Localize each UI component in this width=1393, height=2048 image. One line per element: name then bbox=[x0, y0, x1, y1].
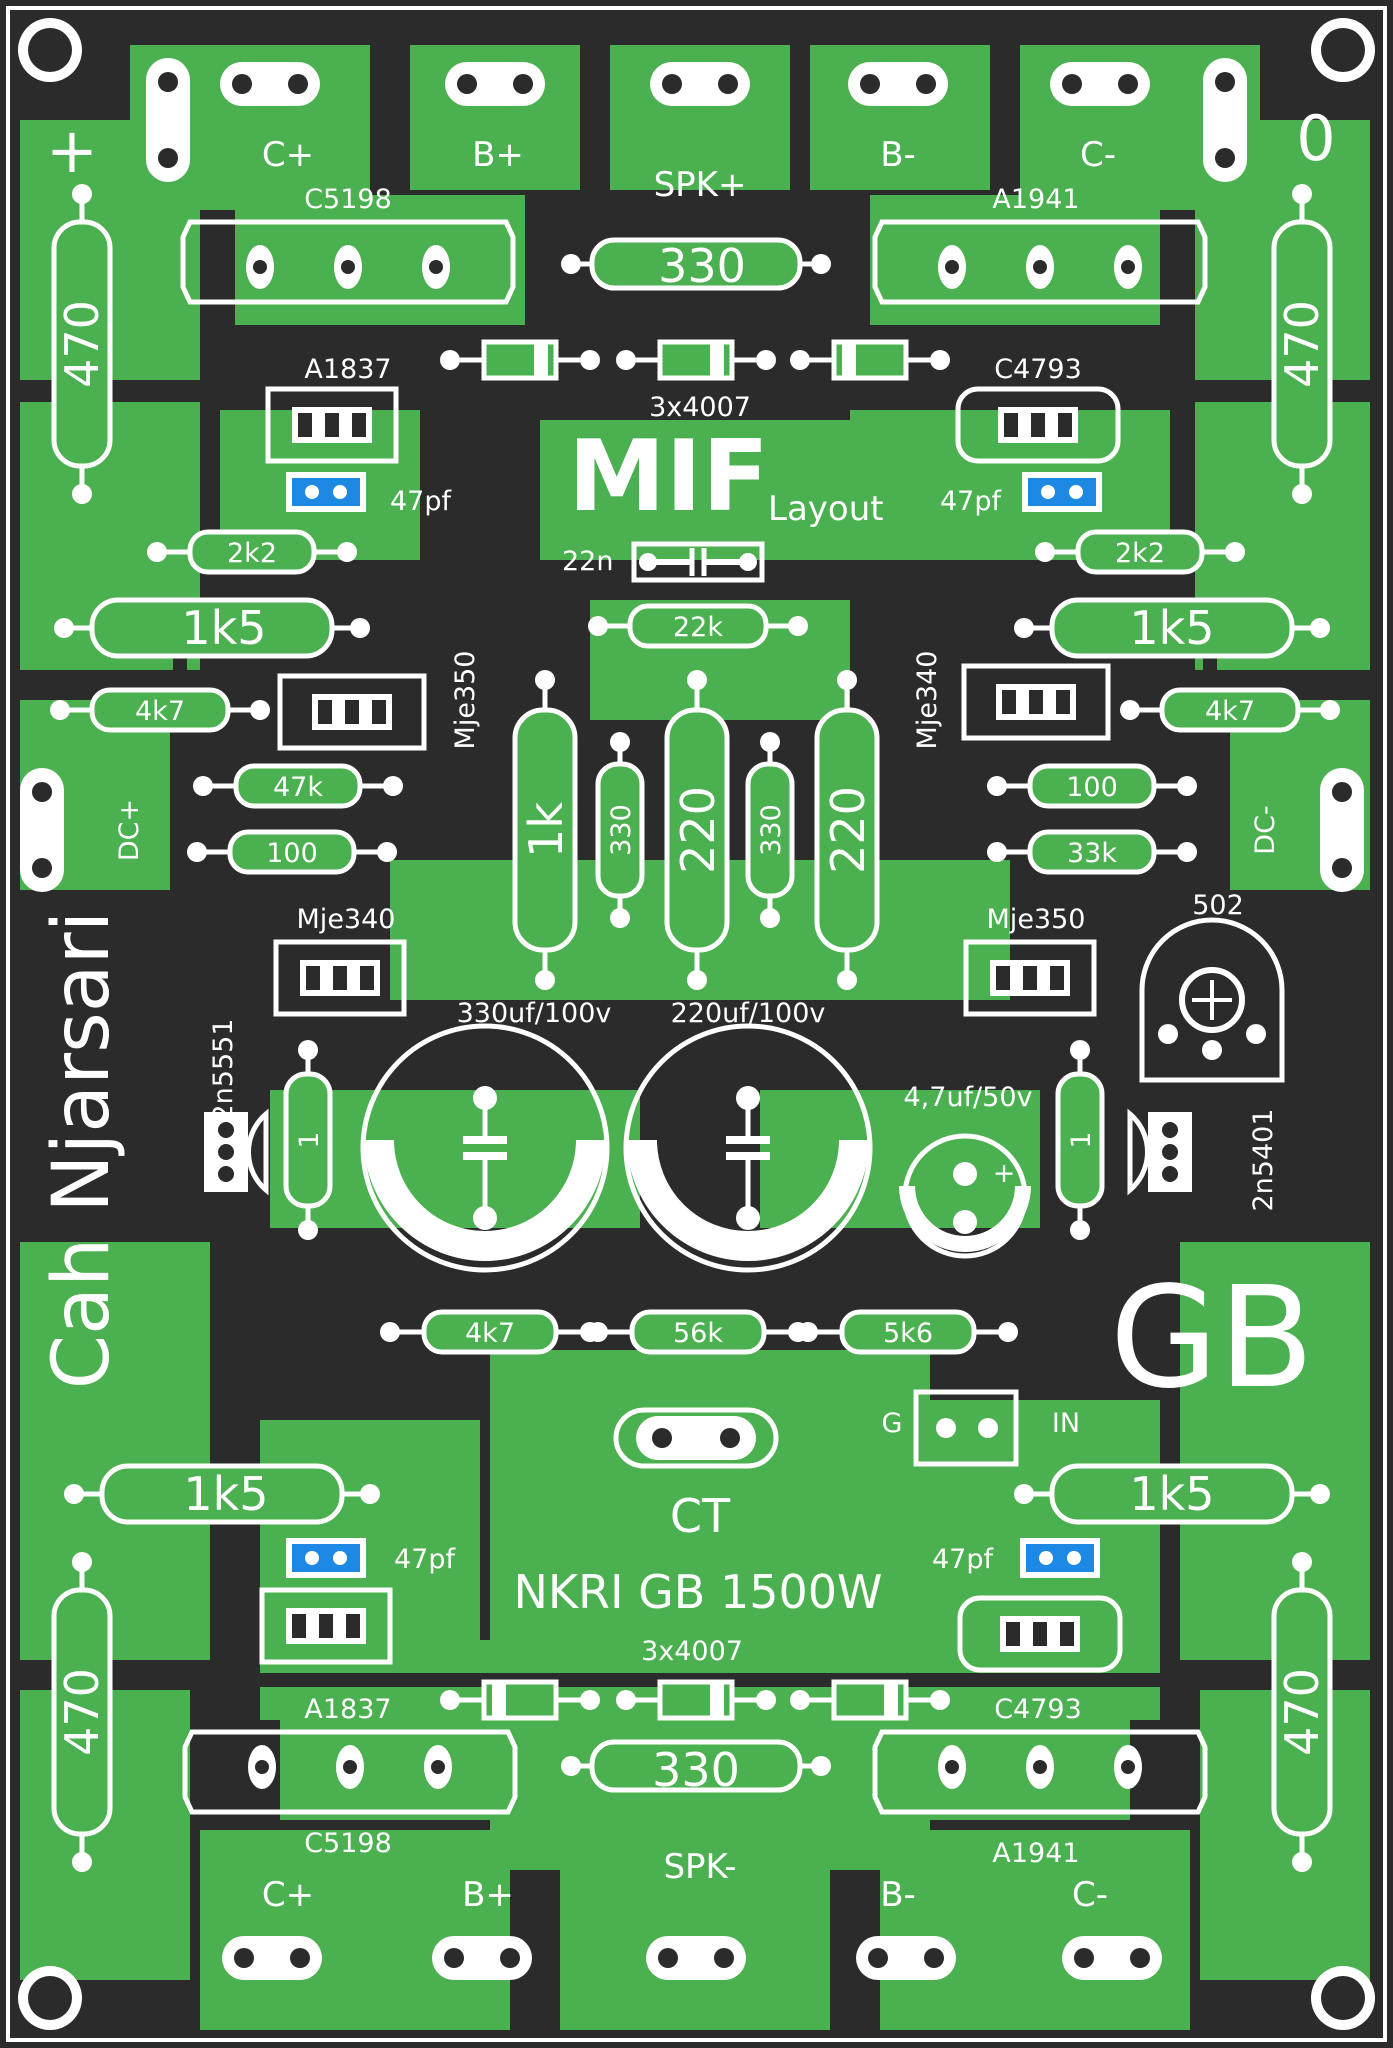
label-2k2-right: 2k2 bbox=[1115, 538, 1165, 569]
label-input-in: IN bbox=[1052, 1408, 1080, 1439]
driver-transistors bbox=[204, 386, 1192, 1673]
label-1-right: 1 bbox=[1066, 1131, 1097, 1148]
vertical-resistors bbox=[51, 184, 1333, 1872]
label-3x4007-bottom: 3x4007 bbox=[641, 1636, 743, 1667]
label-1-left: 1 bbox=[294, 1131, 325, 1148]
label-220uf: 220uf/100v bbox=[671, 998, 826, 1029]
mounting-holes bbox=[18, 18, 1375, 2030]
label-330-mid-left: 330 bbox=[606, 804, 637, 856]
logo-layout: Layout bbox=[768, 489, 884, 529]
label-c5198-bottom: C5198 bbox=[304, 1828, 392, 1859]
label-top-b-minus: B- bbox=[880, 135, 916, 175]
label-bottom-b-plus: B+ bbox=[462, 1875, 514, 1915]
label-470-top-left: 470 bbox=[55, 300, 109, 388]
label-2k2-left: 2k2 bbox=[227, 538, 277, 569]
label-4-7uf: 4,7uf/50v bbox=[904, 1082, 1033, 1113]
gb-mark: GB bbox=[1110, 1257, 1315, 1420]
logo-mif: MIF bbox=[568, 420, 769, 534]
label-47pf-bottom-right: 47pf bbox=[932, 1544, 994, 1575]
label-a1941-bottom: A1941 bbox=[992, 1838, 1079, 1869]
label-bottom-c-plus: C+ bbox=[262, 1875, 314, 1915]
label-ct: CT bbox=[670, 1489, 731, 1543]
label-a1837-bottom: A1837 bbox=[304, 1694, 391, 1725]
ceramic-caps bbox=[286, 472, 1102, 1578]
label-dc-plus: DC+ bbox=[114, 799, 145, 861]
label-mje350-left: Mje350 bbox=[450, 651, 481, 750]
label-a1837-top: A1837 bbox=[304, 354, 391, 385]
label-22k: 22k bbox=[673, 612, 723, 643]
label-47k: 47k bbox=[273, 772, 323, 803]
label-220-right: 220 bbox=[821, 786, 875, 874]
label-33k: 33k bbox=[1067, 838, 1117, 869]
diodes bbox=[440, 339, 950, 1721]
label-470-bottom-left: 470 bbox=[55, 1668, 109, 1756]
electrolytic-caps bbox=[360, 1023, 1031, 1273]
label-100-left: 100 bbox=[266, 838, 318, 869]
board-title: NKRI GB 1500W bbox=[513, 1565, 882, 1619]
label-1k5-top-left: 1k5 bbox=[181, 601, 266, 655]
label-1k5-bottom-left: 1k5 bbox=[183, 1467, 268, 1521]
trimmer-pot bbox=[1139, 917, 1285, 1083]
label-4k7-bottom: 4k7 bbox=[465, 1318, 515, 1349]
label-dc-minus: DC- bbox=[1250, 805, 1281, 854]
label-502: 502 bbox=[1192, 890, 1244, 921]
label-330-mid-right: 330 bbox=[756, 804, 787, 856]
label-mje340-right: Mje340 bbox=[912, 651, 943, 750]
label-22n: 22n bbox=[562, 546, 613, 577]
label-47pf-bottom-left: 47pf bbox=[394, 1544, 456, 1575]
label-top-c-minus: C- bbox=[1080, 135, 1116, 175]
label-c4793-top: C4793 bbox=[994, 354, 1082, 385]
label-330-top: 330 bbox=[658, 239, 746, 293]
label-330uf: 330uf/100v bbox=[457, 998, 612, 1029]
label-polarity-plus: + bbox=[993, 1158, 1016, 1189]
label-330-bottom: 330 bbox=[652, 1743, 740, 1797]
label-c4793-bottom: C4793 bbox=[994, 1694, 1082, 1725]
label-c5198-top: C5198 bbox=[304, 184, 392, 215]
bottom-connectors bbox=[222, 1936, 1162, 1980]
label-47pf-top-left: 47pf bbox=[390, 486, 452, 517]
label-a1941-top: A1941 bbox=[992, 184, 1079, 215]
label-top-c-plus: C+ bbox=[262, 135, 314, 175]
silkscreen-text: C+ B+ SPK+ B- C- + 0 C5198 A1941 330 A18… bbox=[37, 102, 1336, 1915]
label-4k7-left: 4k7 bbox=[135, 696, 185, 727]
label-top-spk-plus: SPK+ bbox=[654, 165, 747, 205]
label-1k: 1k bbox=[519, 802, 573, 858]
label-470-bottom-right: 470 bbox=[1275, 1668, 1329, 1756]
input-connector bbox=[913, 1389, 1019, 1467]
top-connectors bbox=[146, 58, 1247, 182]
label-100-right: 100 bbox=[1066, 772, 1118, 803]
board-outline bbox=[6, 6, 1387, 2042]
label-1k5-top-right: 1k5 bbox=[1129, 601, 1214, 655]
label-470-top-right: 470 bbox=[1275, 300, 1329, 388]
label-2n5551: 2n5551 bbox=[208, 1018, 239, 1121]
label-220-left: 220 bbox=[671, 786, 725, 874]
label-input-g: G bbox=[882, 1408, 903, 1439]
label-zero-mark: 0 bbox=[1296, 102, 1335, 175]
horizontal-resistors bbox=[50, 237, 1340, 1793]
label-5k6: 5k6 bbox=[883, 1318, 933, 1349]
label-top-b-plus: B+ bbox=[472, 135, 524, 175]
label-bottom-spk-minus: SPK- bbox=[663, 1847, 736, 1887]
label-1k5-bottom-right: 1k5 bbox=[1129, 1467, 1214, 1521]
label-bottom-c-minus: C- bbox=[1072, 1875, 1108, 1915]
label-47pf-top-right: 47pf bbox=[940, 486, 1002, 517]
label-3x4007-top: 3x4007 bbox=[649, 392, 751, 423]
label-mje350-right: Mje350 bbox=[987, 904, 1086, 935]
ct-connector bbox=[613, 1407, 779, 1469]
label-4k7-right: 4k7 bbox=[1205, 696, 1255, 727]
dc-connectors bbox=[20, 768, 1364, 892]
label-2n5401: 2n5401 bbox=[1248, 1108, 1279, 1211]
power-transistors bbox=[180, 219, 1208, 1815]
label-mje340-left: Mje340 bbox=[297, 904, 396, 935]
label-56k: 56k bbox=[673, 1318, 723, 1349]
label-bottom-b-minus: B- bbox=[880, 1875, 916, 1915]
author-name: Cah Njarsari bbox=[37, 911, 127, 1390]
label-plus-mark: + bbox=[46, 114, 98, 187]
